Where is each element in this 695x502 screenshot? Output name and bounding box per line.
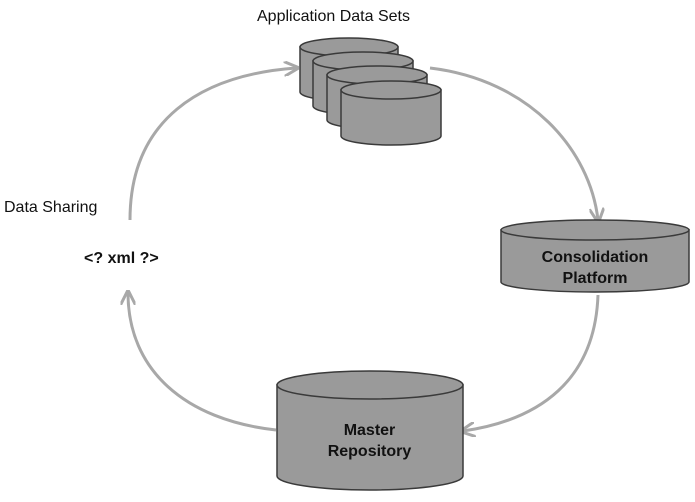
arrow-data-sharing-to-datasets (128, 68, 296, 221)
data-sharing-label: Data Sharing (4, 199, 98, 216)
arrow-consolidation-to-master (463, 294, 600, 431)
consolidation-label-line2: Platform (562, 270, 628, 287)
arrow-master-to-xml (128, 293, 277, 432)
consolidation-label-line1: Consolidation (541, 249, 649, 266)
xml-tag-label: <? xml ?> (84, 250, 159, 267)
master-label-line1: Master (343, 422, 396, 439)
arrow-datasets-to-consolidation (429, 66, 598, 220)
dataset-cylinder-4 (340, 80, 442, 146)
master-label-line2: Repository (327, 443, 412, 460)
consolidation-platform-label: Consolidation Platform (500, 247, 690, 289)
application-datasets-stack (299, 37, 442, 146)
master-repository-cylinder (276, 370, 464, 491)
master-repository-label: Master Repository (276, 420, 463, 462)
consolidation-platform-cylinder (500, 219, 690, 293)
application-data-sets-label: Application Data Sets (257, 8, 410, 25)
